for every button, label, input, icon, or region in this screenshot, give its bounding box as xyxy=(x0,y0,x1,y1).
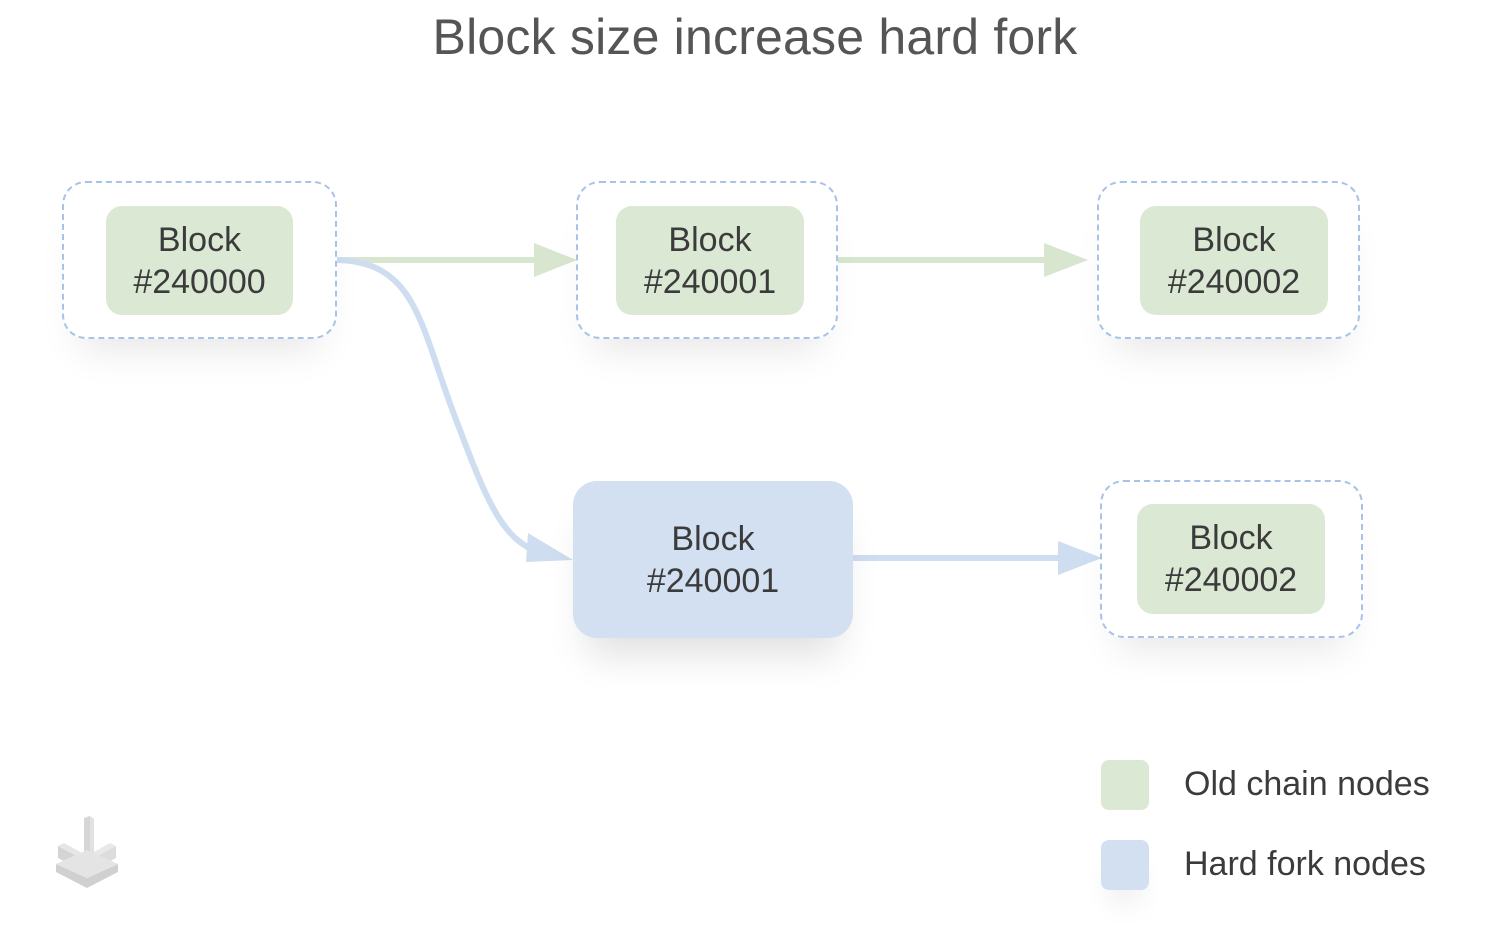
node-line1: Block xyxy=(1189,519,1273,557)
node-line2: #240002 xyxy=(1167,262,1301,301)
node-block-240000: Block #240000 xyxy=(106,206,293,315)
stacked-blocks-logo-icon xyxy=(56,816,118,888)
legend-label-hard-fork: Hard fork nodes xyxy=(1184,845,1426,883)
node-frame-240002-old xyxy=(1097,181,1360,339)
edge-240001-fork-to-240002-fork xyxy=(853,541,1102,575)
node-line1: Block xyxy=(668,220,752,259)
node-line2: #240001 xyxy=(646,561,780,600)
node-block-240002-old: Block #240002 xyxy=(1140,206,1328,315)
node-line1: Block xyxy=(1192,220,1276,259)
node-block-240002-fork: Block #240002 xyxy=(1137,504,1325,614)
node-line1: Block xyxy=(157,220,242,259)
node-line2: #240000 xyxy=(133,262,266,301)
node-block-240001-old: Block #240001 xyxy=(616,206,804,315)
edge-240001-old-to-240002-old xyxy=(838,243,1088,277)
diagram-title: Block size increase hard fork xyxy=(432,9,1078,65)
node-frame-240002-fork xyxy=(1100,480,1363,638)
node-line2: #240001 xyxy=(643,262,777,301)
legend-label-old-chain: Old chain nodes xyxy=(1184,765,1430,803)
edge-240000-to-240001-fork xyxy=(336,257,573,562)
edge-240000-to-240001-old xyxy=(337,243,577,277)
legend-swatch-old-chain xyxy=(1101,760,1149,810)
node-frame-240001-old xyxy=(576,181,838,339)
legend-swatch-hard-fork xyxy=(1101,840,1149,890)
node-frame-240000 xyxy=(62,181,337,339)
node-line1: Block xyxy=(671,519,755,558)
node-block-240001-fork: Block #240001 xyxy=(573,481,853,638)
node-line2: #240002 xyxy=(1164,561,1298,599)
